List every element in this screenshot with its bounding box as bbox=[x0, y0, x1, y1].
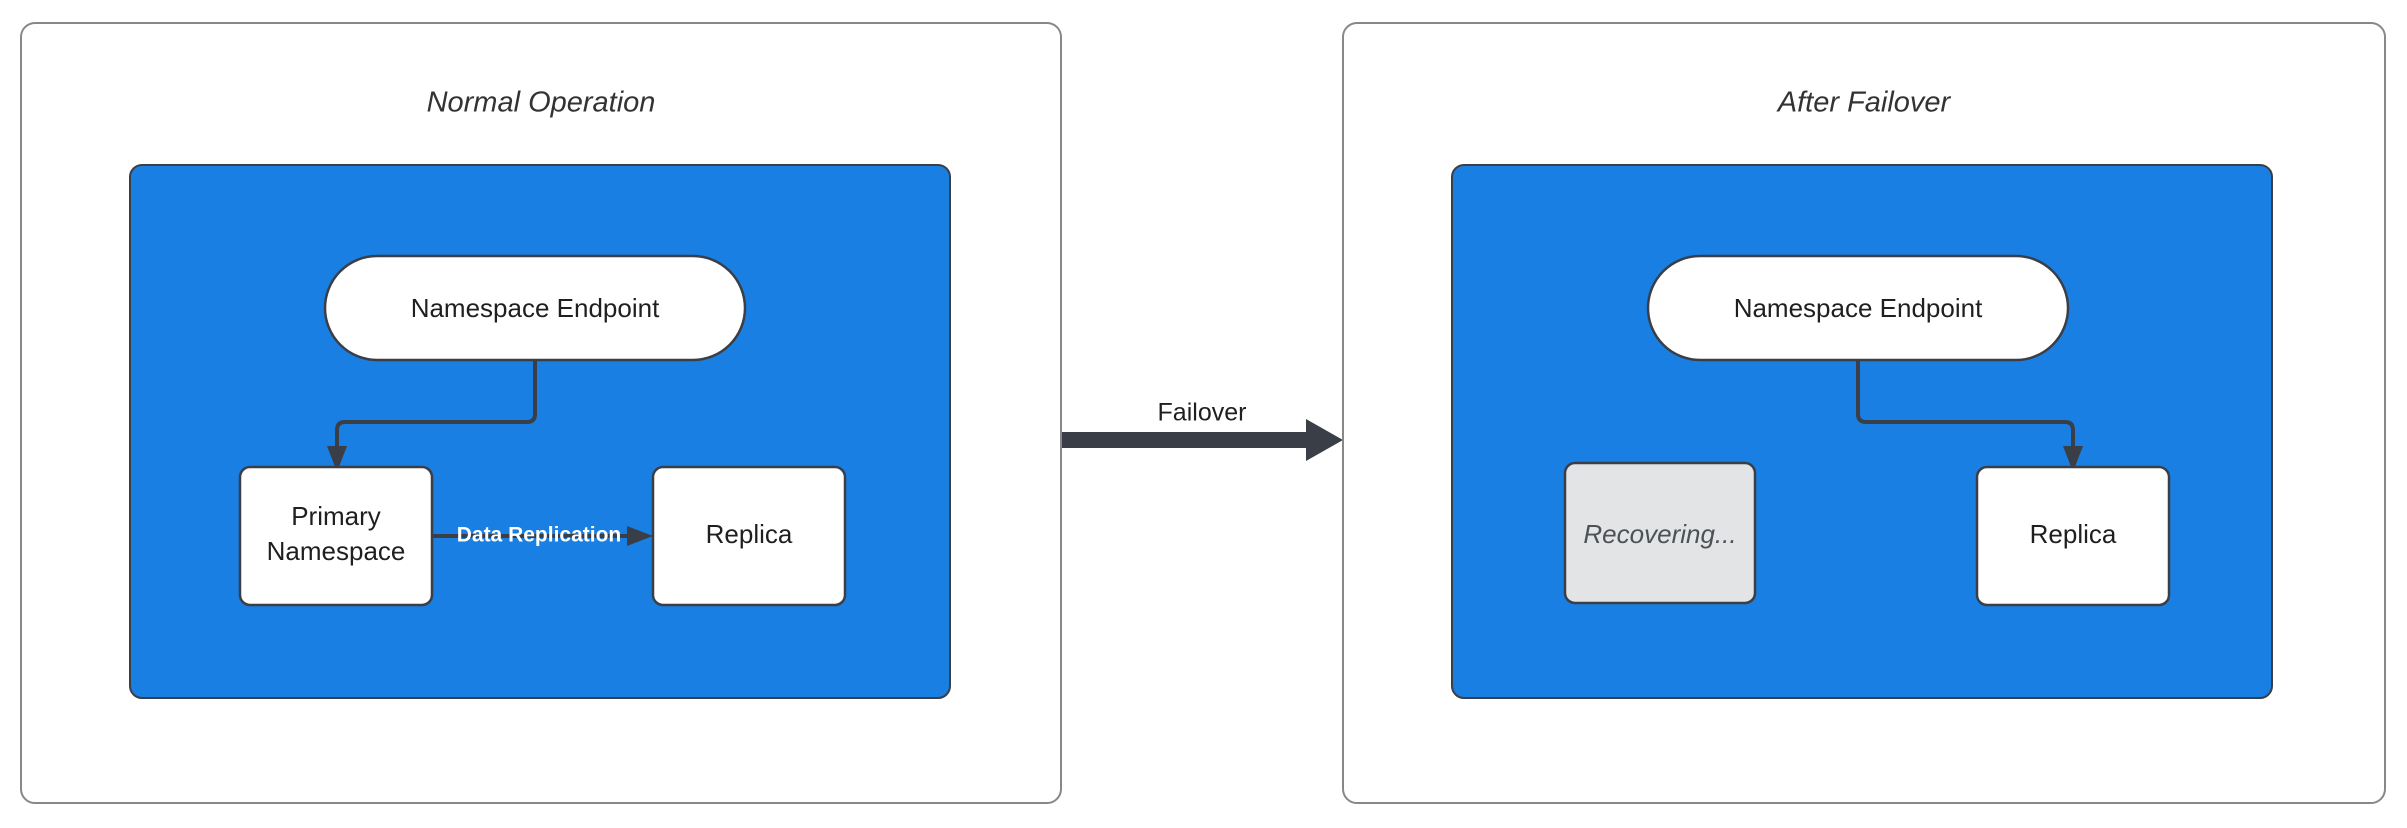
cluster-box-failover bbox=[1451, 164, 2273, 699]
panel-after-failover: After Failover Namespace Endpoint Recove… bbox=[1342, 22, 2386, 804]
edge-arrowhead-endpoint-to-primary bbox=[327, 446, 347, 472]
node-replica-left[interactable]: Replica bbox=[651, 465, 847, 607]
edge-path-endpoint-to-replica bbox=[1856, 360, 2075, 452]
node-label-primary-namespace-line1: Primary bbox=[291, 501, 381, 531]
edge-path-endpoint-to-primary bbox=[335, 360, 537, 452]
panel-title-after-failover: After Failover bbox=[1776, 87, 1952, 119]
edge-label-data-replication: Data Replication bbox=[457, 524, 622, 547]
node-shape-replica-left bbox=[651, 465, 847, 607]
edge-endpoint-to-replica-right bbox=[1856, 360, 2083, 472]
panel-normal-operation: Normal Operation Namespace Endpoint Prim… bbox=[20, 22, 1062, 804]
panel-title-normal-operation: Normal Operation bbox=[427, 87, 656, 119]
cluster-box-normal bbox=[129, 164, 951, 699]
node-shape-replica-right bbox=[1975, 465, 2171, 607]
edge-arrowhead-primary-to-replica bbox=[627, 526, 653, 546]
node-label-recovering: Recovering... bbox=[1583, 519, 1736, 549]
transition-arrowhead bbox=[1306, 419, 1343, 461]
node-label-replica-left: Replica bbox=[706, 519, 793, 549]
node-recovering[interactable]: Recovering... bbox=[1563, 461, 1757, 605]
edge-arrowhead-endpoint-to-replica bbox=[2063, 446, 2083, 472]
node-namespace-endpoint-left[interactable]: Namespace Endpoint bbox=[323, 254, 747, 362]
edge-primary-to-replica: Data Replication bbox=[432, 524, 653, 547]
node-shape-recovering bbox=[1563, 461, 1757, 605]
node-label-replica-right: Replica bbox=[2030, 519, 2117, 549]
node-replica-right[interactable]: Replica bbox=[1975, 465, 2171, 607]
node-primary-namespace[interactable]: Primary Namespace bbox=[238, 465, 434, 607]
node-label-namespace-endpoint-right: Namespace Endpoint bbox=[1734, 293, 1983, 323]
node-label-primary-namespace-line2: Namespace bbox=[267, 536, 406, 566]
transition-label-failover: Failover bbox=[1158, 399, 1247, 427]
node-namespace-endpoint-right[interactable]: Namespace Endpoint bbox=[1646, 254, 2070, 362]
transition-failover: Failover bbox=[1062, 399, 1343, 461]
edge-endpoint-to-primary-left bbox=[327, 360, 537, 472]
node-label-namespace-endpoint-left: Namespace Endpoint bbox=[411, 293, 660, 323]
